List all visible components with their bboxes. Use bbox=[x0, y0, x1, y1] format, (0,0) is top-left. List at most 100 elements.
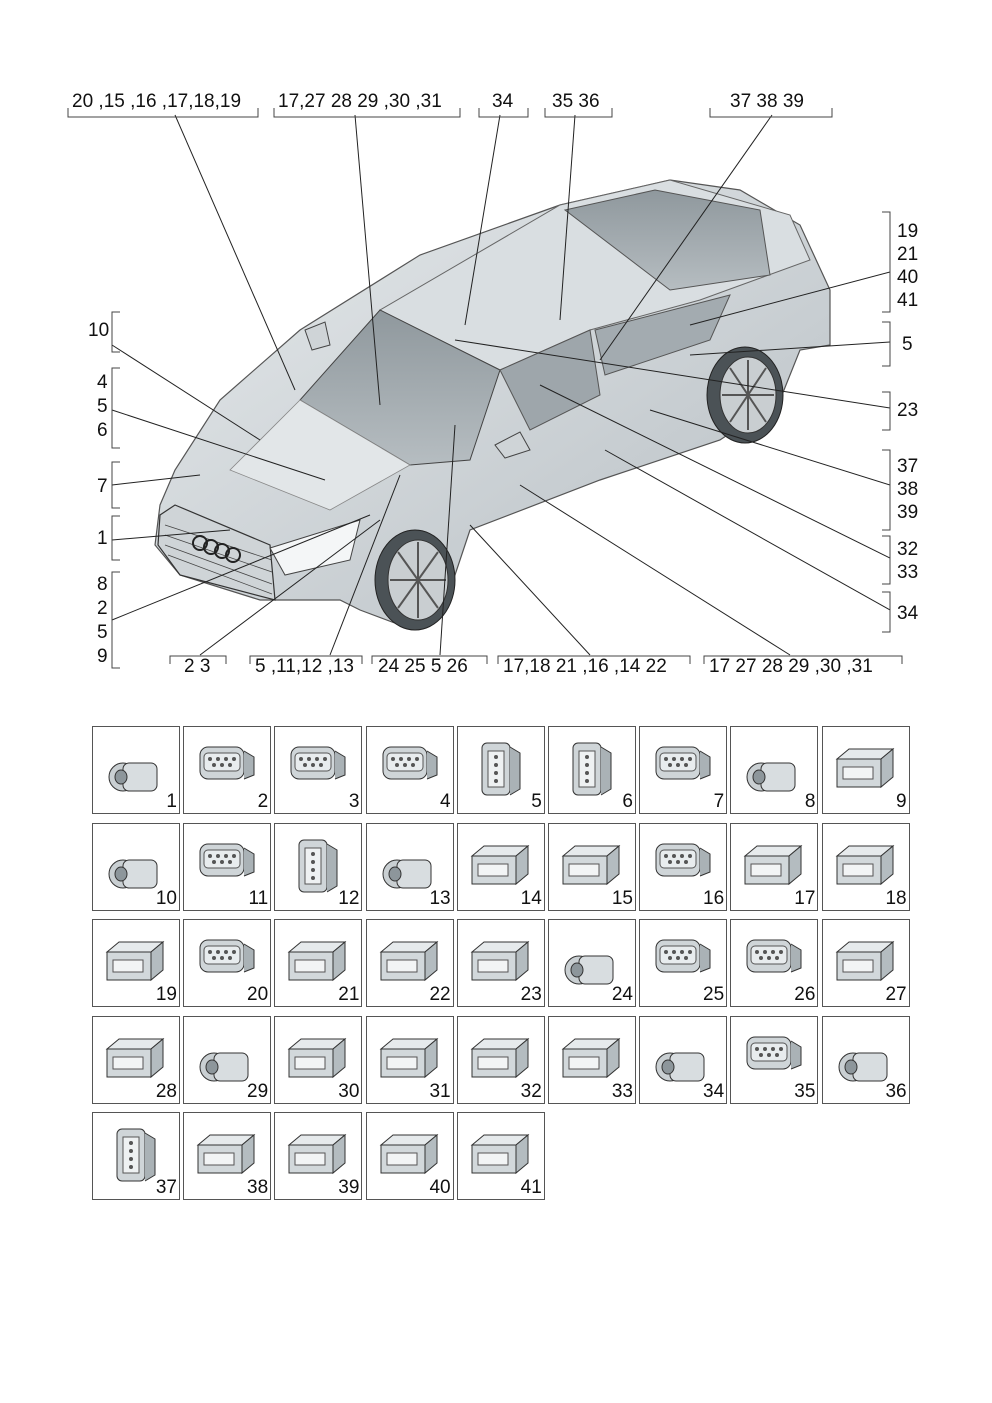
callout-left-2b: 5 bbox=[97, 396, 108, 417]
part-number: 34 bbox=[703, 1080, 725, 1102]
callout-left-4: 1 bbox=[97, 528, 108, 549]
oval-housing-icon bbox=[746, 1036, 802, 1069]
part-cell[interactable]: 25 bbox=[639, 919, 728, 1007]
block-housing-icon bbox=[288, 940, 347, 982]
part-cell[interactable]: 7 bbox=[639, 726, 728, 814]
callout-top-3: 34 bbox=[492, 91, 514, 112]
bottom-callouts: 2 3 5 ,11,12 ,13 24 25 5 26 17,18 21 ,16… bbox=[184, 656, 873, 677]
part-number: 40 bbox=[429, 1177, 451, 1198]
small-block-connector-icon bbox=[835, 940, 894, 982]
grid-block-connector-icon bbox=[196, 1133, 256, 1175]
part-cell[interactable]: 32 bbox=[456, 1015, 545, 1104]
callout-left-2a: 4 bbox=[97, 372, 108, 393]
part-number: 24 bbox=[611, 984, 633, 1005]
part-cell[interactable]: 26 bbox=[730, 919, 819, 1007]
part-cell[interactable]: 35 bbox=[730, 1015, 819, 1104]
part-number: 5 bbox=[531, 791, 542, 812]
callout-top-4: 35 36 bbox=[552, 91, 600, 112]
part-cell[interactable]: 11 bbox=[183, 822, 272, 911]
part-number: 35 bbox=[794, 1080, 816, 1102]
part-number: 19 bbox=[155, 984, 177, 1005]
callout-right-1b: 21 bbox=[897, 244, 918, 265]
part-cell[interactable]: 23 bbox=[456, 919, 545, 1007]
part-cell[interactable]: 6 bbox=[548, 726, 636, 814]
car-illustration bbox=[154, 179, 831, 631]
callout-bottom-1: 2 3 bbox=[184, 656, 210, 677]
part-cell[interactable]: 17 bbox=[730, 822, 819, 911]
part-cell[interactable]: 15 bbox=[548, 822, 636, 911]
car-connector-diagram: 20 ,15 ,16 ,17,18,19 17,27 28 29 ,30 ,31… bbox=[67, 91, 919, 677]
part-cell[interactable]: 30 bbox=[274, 1015, 363, 1104]
callout-top-2: 17,27 28 29 ,30 ,31 bbox=[278, 91, 442, 112]
part-cell[interactable]: 13 bbox=[365, 822, 454, 911]
flat-housing-icon bbox=[470, 844, 530, 885]
part-cell[interactable]: 28 bbox=[92, 1015, 180, 1104]
part-cell[interactable]: 40 bbox=[365, 1112, 454, 1200]
vertical-block-connector-icon bbox=[561, 844, 621, 885]
part-cell[interactable]: 9 bbox=[821, 726, 910, 814]
wedge-connector-icon bbox=[105, 1037, 165, 1078]
part-cell[interactable]: 12 bbox=[274, 822, 363, 911]
part-cell[interactable]: 4 bbox=[365, 726, 454, 814]
part-cell[interactable]: 14 bbox=[456, 822, 545, 911]
antenna-connector-icon bbox=[108, 859, 158, 888]
part-cell[interactable]: 33 bbox=[548, 1015, 636, 1104]
block-housing-icon bbox=[105, 940, 165, 982]
part-cell[interactable]: 39 bbox=[274, 1112, 363, 1200]
part-cell[interactable]: 29 bbox=[183, 1015, 272, 1104]
part-number: 13 bbox=[429, 887, 451, 909]
part-cell[interactable]: 2 bbox=[183, 726, 272, 814]
leader-lines bbox=[111, 114, 891, 656]
grid-block-connector-icon bbox=[379, 1133, 438, 1175]
part-cell[interactable]: 21 bbox=[274, 919, 363, 1007]
callout-bottom-4: 17,18 21 ,16 ,14 22 bbox=[503, 656, 667, 677]
callout-bottom-3: 24 25 5 26 bbox=[378, 656, 468, 677]
part-cell[interactable]: 36 bbox=[821, 1015, 910, 1104]
part-cell[interactable]: 16 bbox=[639, 822, 728, 911]
part-number: 6 bbox=[622, 791, 633, 812]
three-pin-housing-icon bbox=[116, 1128, 156, 1182]
part-cell[interactable]: 24 bbox=[548, 919, 636, 1007]
callout-left-5d: 9 bbox=[97, 646, 108, 667]
stacked-block-connector-icon bbox=[470, 940, 530, 982]
three-pin-housing-icon bbox=[572, 742, 612, 796]
callout-right-2: 5 bbox=[902, 334, 913, 355]
part-number: 20 bbox=[247, 984, 269, 1005]
part-cell[interactable]: 18 bbox=[821, 822, 910, 911]
part-number: 14 bbox=[520, 887, 542, 909]
part-cell[interactable]: 41 bbox=[456, 1112, 545, 1200]
grid-block-connector-icon bbox=[470, 1133, 530, 1175]
cube-housing-icon bbox=[288, 1037, 347, 1078]
part-number: 37 bbox=[155, 1177, 177, 1198]
callout-top-5: 37 38 39 bbox=[730, 91, 804, 112]
part-number: 16 bbox=[703, 887, 725, 909]
callout-left-5a: 8 bbox=[97, 574, 108, 595]
vertical-housing-icon bbox=[298, 839, 338, 892]
part-cell[interactable]: 22 bbox=[365, 919, 454, 1007]
part-cell[interactable]: 8 bbox=[730, 726, 819, 814]
part-cell[interactable]: 5 bbox=[456, 726, 545, 814]
part-number: 33 bbox=[611, 1080, 633, 1102]
part-number: 39 bbox=[338, 1177, 360, 1198]
callout-right-1c: 40 bbox=[897, 267, 918, 288]
top-callouts: 20 ,15 ,16 ,17,18,19 17,27 28 29 ,30 ,31… bbox=[72, 91, 804, 112]
part-cell[interactable]: 1 bbox=[92, 726, 180, 814]
part-number: 12 bbox=[338, 887, 360, 909]
part-cell[interactable]: 31 bbox=[365, 1015, 454, 1104]
part-cell[interactable]: 34 bbox=[639, 1015, 728, 1104]
part-number: 17 bbox=[794, 887, 816, 909]
multi-pin-housing-icon bbox=[199, 843, 255, 876]
part-cell[interactable]: 10 bbox=[92, 822, 180, 911]
part-cell[interactable]: 19 bbox=[92, 919, 180, 1007]
front-wheel bbox=[374, 529, 456, 631]
two-pin-housing-icon bbox=[655, 746, 711, 780]
part-cell[interactable]: 3 bbox=[274, 726, 363, 814]
part-number: 11 bbox=[248, 887, 269, 909]
part-number: 15 bbox=[611, 887, 633, 909]
part-number: 4 bbox=[440, 791, 451, 812]
part-cell[interactable]: 37 bbox=[92, 1112, 180, 1200]
part-cell[interactable]: 20 bbox=[183, 919, 272, 1007]
part-cell[interactable]: 38 bbox=[183, 1112, 272, 1200]
part-cell[interactable]: 27 bbox=[821, 919, 910, 1007]
